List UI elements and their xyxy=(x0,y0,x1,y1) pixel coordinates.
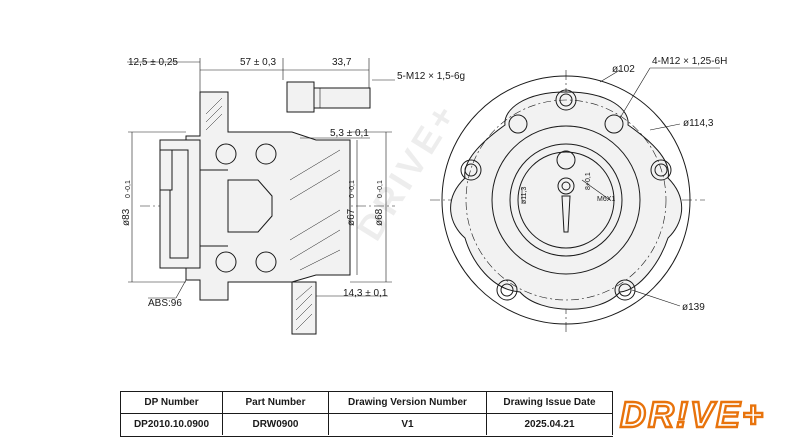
front-view xyxy=(430,67,720,335)
dim-stud-thread: 5-M12 × 1,5-6g xyxy=(397,71,465,82)
value-version: V1 xyxy=(329,414,487,435)
dim-hub-width: 57 ± 0,3 xyxy=(240,57,277,68)
header-issue-date: Drawing Issue Date xyxy=(487,392,613,414)
title-block: DP Number Part Number Drawing Version Nu… xyxy=(120,391,613,437)
dim-flange-thickness: 14,3 ± 0,1 xyxy=(343,288,388,299)
dim-pilot-68: ø68 xyxy=(374,208,385,226)
dim-bore-67-tol: 0 -0,1 xyxy=(349,180,356,198)
header-dp-number: DP Number xyxy=(121,392,223,414)
dim-bore-67: ø67 xyxy=(346,208,357,226)
value-part-number: DRW0900 xyxy=(223,414,329,435)
dim-bore-11: ø11,3 xyxy=(521,187,528,204)
dim-m6-thread: M6X1 xyxy=(597,196,615,203)
value-dp-number: DP2010.10.0900 xyxy=(121,414,223,435)
dim-flange-thread: 4-M12 × 1,25-6H xyxy=(652,56,727,67)
header-version: Drawing Version Number xyxy=(329,392,487,414)
dim-outer-diameter: ø83 xyxy=(121,208,132,226)
side-section-view xyxy=(127,58,395,335)
brand-logo-text: DR!VE+ xyxy=(620,394,765,435)
dim-spigot: 5,3 ± 0,1 xyxy=(330,128,369,139)
dim-flange-102: ø102 xyxy=(612,64,635,75)
dim-pilot-68-tol: 0 -0,1 xyxy=(377,180,384,198)
dim-slot-8: 8+0,1 xyxy=(585,172,592,190)
header-part-number: Part Number xyxy=(223,392,329,414)
dim-stud-length: 33,7 xyxy=(332,57,352,68)
value-issue-date: 2025.04.21 xyxy=(487,414,613,435)
abs-ring-label: ABS:96 xyxy=(148,298,182,309)
brand-logo: DR!VE+ xyxy=(619,393,765,435)
dim-pcd-114: ø114,3 xyxy=(683,118,714,129)
dim-outer-139: ø139 xyxy=(682,302,705,313)
dim-flange-offset: 12,5 ± 0,25 xyxy=(128,57,178,68)
technical-drawing: 12,5 ± 0,25 57 ± 0,3 33,7 5-M12 × 1,5-6g… xyxy=(121,56,727,335)
dim-outer-diameter-tol: 0 -0,1 xyxy=(125,180,132,198)
